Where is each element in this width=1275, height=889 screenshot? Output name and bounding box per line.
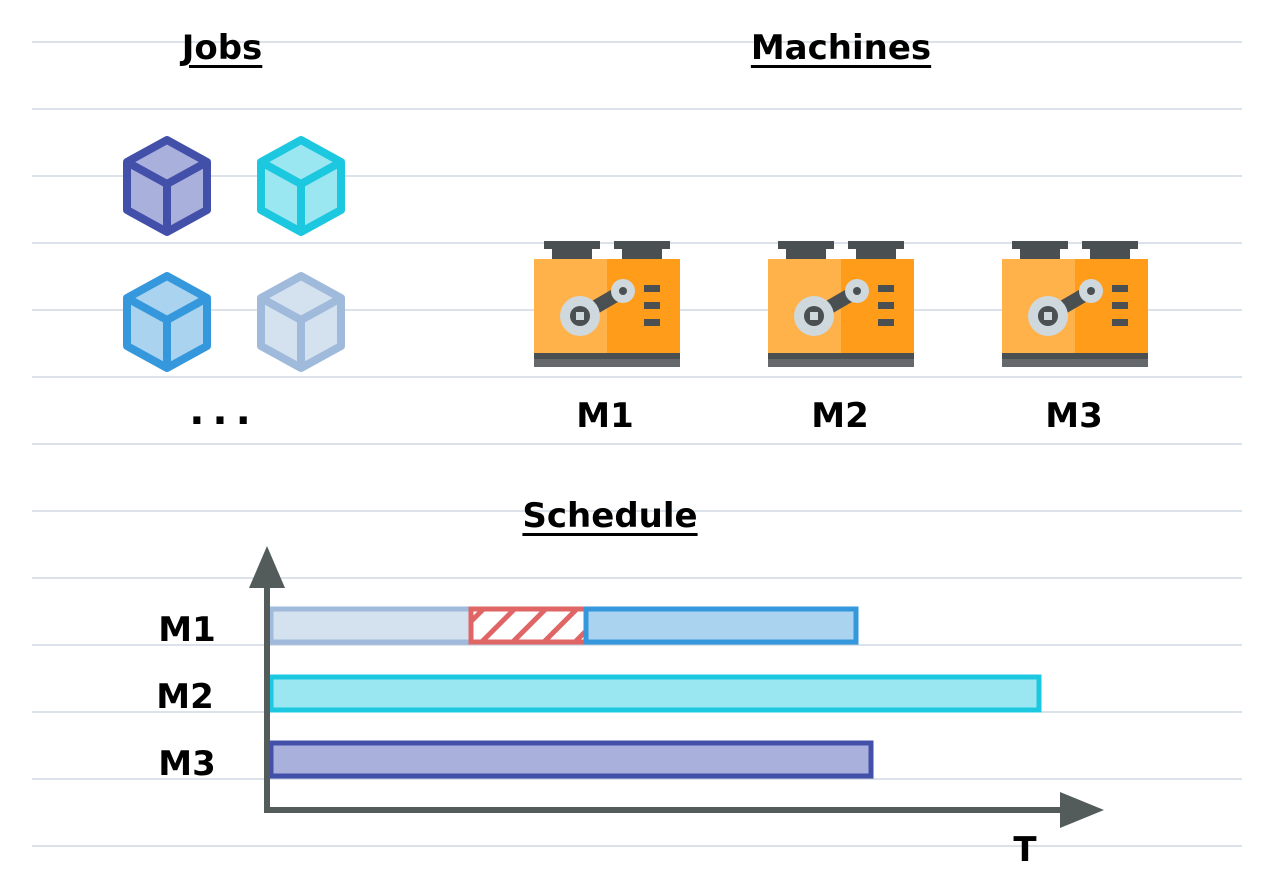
gantt-bar-m3-indigo (268, 740, 874, 779)
machine-m3-label: M3 (1045, 396, 1103, 436)
schedule-row-m1-label: M1 (158, 610, 216, 650)
gantt-bar-m1-idle (468, 606, 589, 645)
machine-m2-label: M2 (811, 396, 869, 436)
gantt-bar-m1-light (268, 606, 474, 645)
jobs-title: Jobs (181, 28, 263, 68)
job-cube-indigo-icon (123, 136, 211, 236)
machine-m1-icon (534, 241, 680, 367)
x-axis-arrow-icon (1060, 792, 1104, 828)
gantt-bar-m2-cyan (268, 674, 1042, 713)
job-cube-blue-icon (123, 272, 211, 372)
y-axis-arrow-icon (249, 546, 285, 588)
more-jobs-ellipsis: ... (189, 388, 259, 434)
schedule-row-m2-label: M2 (156, 677, 214, 717)
time-axis-label: T (1013, 830, 1037, 870)
machine-m1-label: M1 (576, 396, 634, 436)
job-cube-cyan-icon (257, 136, 345, 236)
schedule-row-m3-label: M3 (158, 744, 216, 784)
machine-m3-icon (1002, 241, 1148, 367)
schedule-title: Schedule (522, 496, 698, 536)
machine-m2-icon (768, 241, 914, 367)
gantt-bar-m1-blue (583, 606, 859, 645)
job-cube-light-icon (257, 272, 345, 372)
machines-title: Machines (750, 28, 932, 68)
